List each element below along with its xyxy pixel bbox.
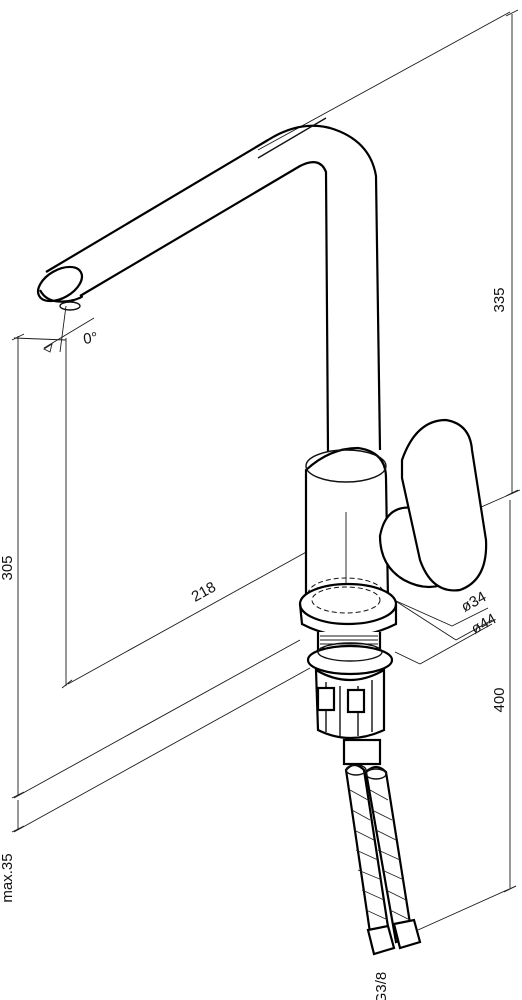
height-spout-label: 335 <box>491 287 508 312</box>
lever-handle <box>378 418 488 592</box>
thread-label: G3/8 <box>373 972 390 1000</box>
max-thickness-label: max.35 <box>0 853 16 902</box>
hole-diameter-label: ø44 <box>468 610 499 637</box>
height-outlet-label: 305 <box>0 555 16 580</box>
spout <box>36 117 382 453</box>
faucet-body <box>298 446 398 638</box>
body-diameter-label: ø34 <box>458 588 489 615</box>
threaded-shank <box>306 632 394 740</box>
dimension-lines <box>11 9 521 931</box>
reach-label: 218 <box>189 579 219 606</box>
angle-label: 0° <box>82 329 99 348</box>
hose-length-label: 400 <box>491 687 508 712</box>
flexible-hoses <box>342 738 422 956</box>
